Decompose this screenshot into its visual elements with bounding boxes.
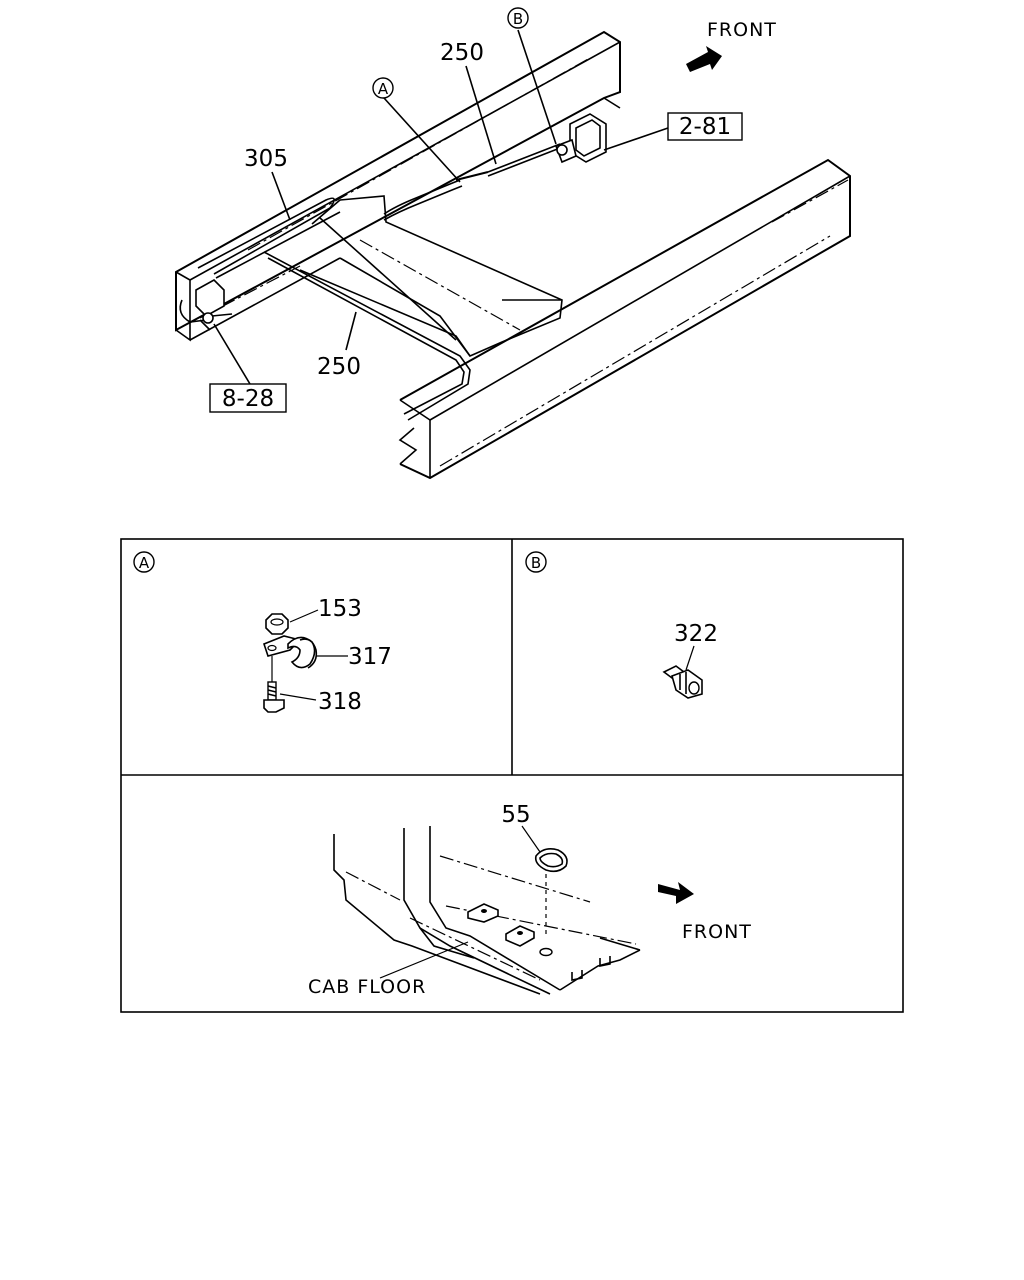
part-318-label: 318 [318, 689, 362, 715]
frame-assembly-view: FRONT A B 250 305 250 2-81 8-28 [175, 7, 851, 480]
callout-circle-a: A [372, 77, 394, 99]
left-frame-rail [175, 30, 621, 342]
panel-b-marker: B [525, 551, 547, 573]
floor-pad-2-icon [505, 925, 535, 947]
detail-panels-frame [120, 538, 904, 1013]
front-arrow-icon-2 [658, 882, 694, 904]
callout-circle-b: B [507, 7, 529, 29]
part-322-label: 322 [674, 621, 718, 647]
callout-circle-b-text: B [513, 10, 523, 28]
cab-floor-label: CAB FLOOR [308, 976, 426, 998]
part-317-label: 317 [348, 644, 392, 670]
connector-322-icon [662, 665, 703, 699]
panel-b-marker-text: B [531, 554, 541, 572]
ref-box-2-81: 2-81 [667, 112, 743, 141]
ref-8-28-text: 8-28 [222, 386, 274, 412]
clip-317-icon [263, 635, 318, 669]
callout-250-top: 250 [440, 40, 484, 66]
callout-250-bottom: 250 [317, 354, 361, 380]
nut-153-icon [265, 613, 289, 635]
leader-lines [213, 29, 669, 385]
ref-2-81-text: 2-81 [679, 114, 731, 140]
callout-305: 305 [244, 146, 288, 172]
valve-body-left [179, 279, 233, 331]
bracket-right [554, 113, 607, 164]
detail-panel-a: A 153 317 318 [133, 551, 392, 715]
ref-box-8-28: 8-28 [209, 383, 287, 413]
floor-pad-1-icon [467, 903, 499, 923]
panel-a-marker-text: A [139, 554, 150, 572]
front-label-2: FRONT [682, 921, 752, 943]
grommet-55-icon [534, 848, 568, 873]
floor-hole-icon [539, 947, 553, 957]
cross-member [299, 195, 563, 357]
front-arrow-icon [686, 46, 722, 72]
right-frame-rail [398, 158, 851, 480]
brake-pipe-routing [197, 143, 561, 421]
detail-panel-cab-floor: 55 FRONT CAB FLOOR [308, 802, 752, 998]
part-55-label: 55 [501, 802, 530, 828]
callout-circle-a-text: A [378, 80, 389, 98]
panel-a-marker: A [133, 551, 155, 573]
front-label: FRONT [707, 19, 777, 41]
bolt-318-icon [263, 656, 285, 713]
part-153-label: 153 [318, 596, 362, 622]
detail-panel-b: B 322 [525, 551, 718, 699]
